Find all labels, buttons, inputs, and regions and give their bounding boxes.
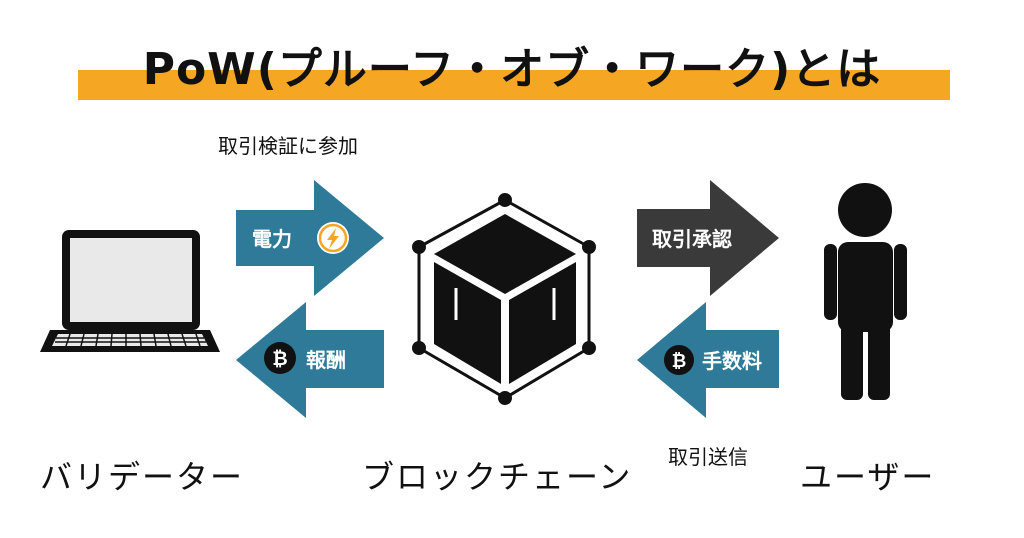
user-action-caption: 取引送信 xyxy=(668,445,748,469)
approval-arrow-label: 取引承認 xyxy=(652,227,732,251)
page-title: PoW(プルーフ・オブ・ワーク)とは xyxy=(142,44,882,95)
approval-arrow: 取引承認 xyxy=(637,180,779,296)
validator-label: バリデーター xyxy=(40,458,245,496)
blockchain-label: ブロックチェーン xyxy=(362,458,633,496)
person-icon xyxy=(824,183,907,400)
svg-text:₿: ₿ xyxy=(272,348,287,370)
validator-action-caption: 取引検証に参加 xyxy=(218,134,358,158)
power-arrow-label: 電力 xyxy=(252,227,292,251)
user-label: ユーザー xyxy=(800,458,936,496)
reward-arrow-label: 報酬 xyxy=(306,348,346,372)
power-arrow: 電力 xyxy=(236,180,384,296)
laptop-icon xyxy=(40,230,220,352)
blockchain-cube-icon xyxy=(412,193,596,405)
fee-arrow-label: 手数料 xyxy=(702,349,762,373)
title-highlight-bar xyxy=(78,70,950,100)
svg-text:₿: ₿ xyxy=(672,351,687,372)
fee-arrow: ₿ 手数料 xyxy=(637,302,779,418)
bitcoin-icon: ₿ xyxy=(264,342,296,374)
lightning-icon xyxy=(317,222,349,254)
bitcoin-icon: ₿ xyxy=(664,345,694,375)
reward-arrow: ₿ 報酬 xyxy=(236,302,384,418)
